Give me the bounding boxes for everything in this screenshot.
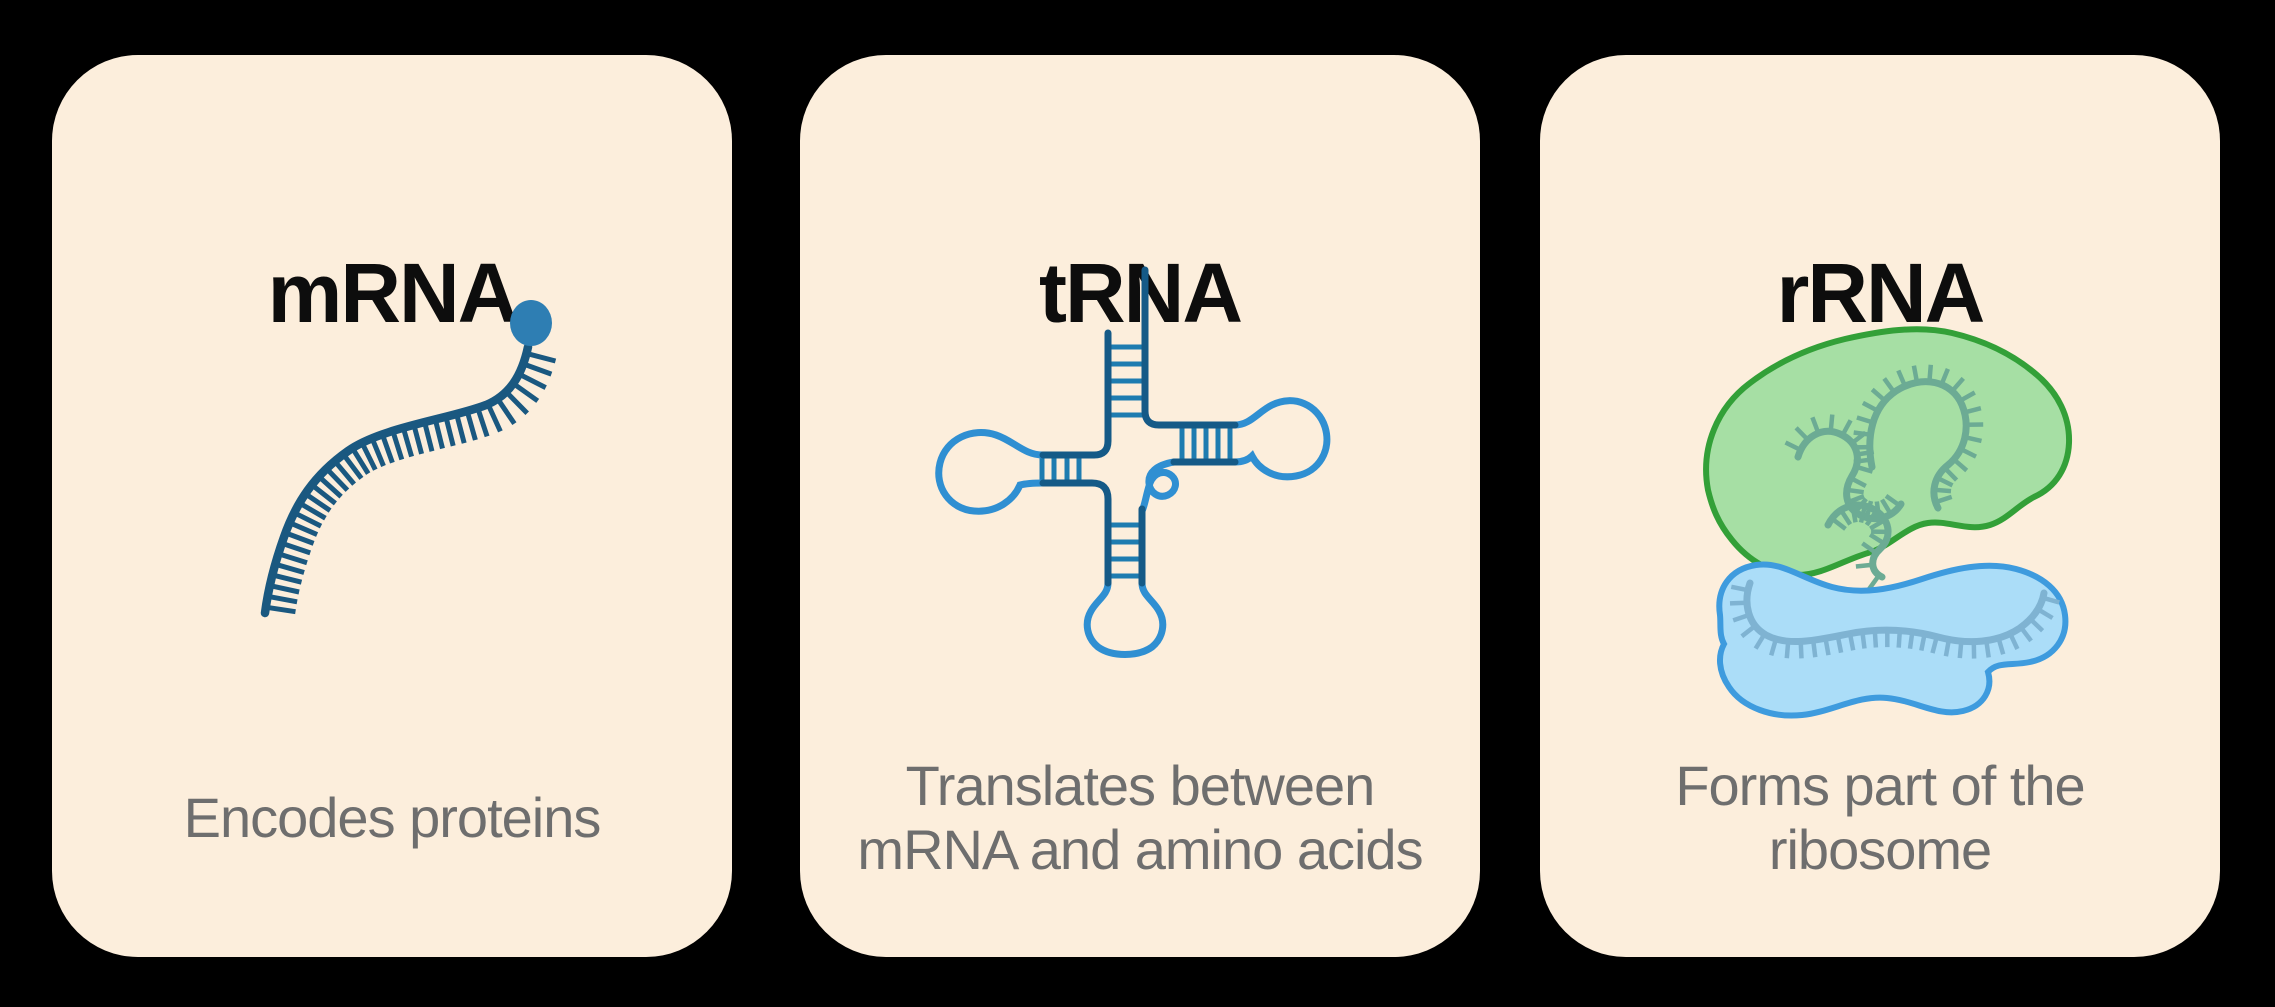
trna-card: tRNA bbox=[800, 55, 1480, 957]
mrna-card-title: mRNA bbox=[267, 246, 519, 340]
caption-line: Forms part of the bbox=[1675, 753, 2085, 817]
caption-line: Encodes proteins bbox=[183, 785, 602, 849]
rrna-card-caption: Forms part of the ribosome bbox=[1570, 710, 2190, 925]
rrna-small-subunit-rna-strand bbox=[1729, 579, 2060, 659]
rrna-card-title: rRNA bbox=[1776, 246, 1986, 340]
trna-rungs bbox=[1039, 344, 1233, 579]
rrna-ribosome-subunits-icon bbox=[1703, 326, 2073, 719]
rrna-card: rRNA Forms part of the ribosome bbox=[1540, 55, 2220, 957]
rrna-large-subunit-rna-strands bbox=[1784, 364, 1984, 591]
trna-variable-loop bbox=[1138, 458, 1179, 515]
mrna-strand-icon bbox=[260, 300, 557, 618]
mrna-strand bbox=[260, 342, 557, 618]
mrna-cap-dot bbox=[510, 300, 552, 346]
caption-line: mRNA and amino acids bbox=[857, 817, 1423, 881]
rrna-small-subunit-blob bbox=[1716, 561, 2069, 719]
trna-card-title: tRNA bbox=[1039, 246, 1243, 340]
mrna-card-caption: Encodes proteins bbox=[82, 710, 702, 925]
caption-line: ribosome bbox=[1768, 817, 1992, 881]
caption-line: Translates between bbox=[905, 753, 1376, 817]
trna-card-caption: Translates between mRNA and amino acids bbox=[830, 710, 1450, 925]
trna-stems bbox=[1039, 266, 1239, 587]
mrna-card: mRNA Encodes proteins bbox=[52, 55, 732, 957]
trna-loops bbox=[935, 397, 1331, 658]
trna-cloverleaf-icon bbox=[935, 266, 1331, 658]
